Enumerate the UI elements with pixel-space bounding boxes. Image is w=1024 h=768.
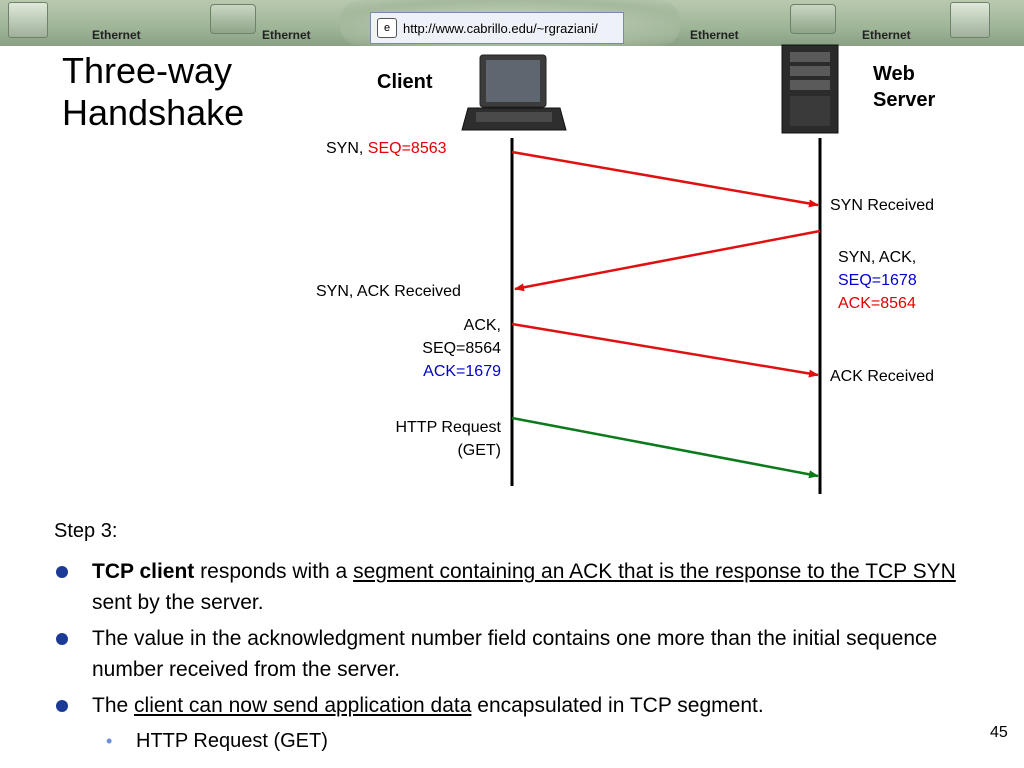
syn-seq: SEQ=8563 (367, 140, 447, 157)
page-number: 45 (990, 724, 1008, 741)
switch-icon (790, 4, 836, 34)
sub-bullet-text: HTTP Request (GET) (136, 730, 328, 752)
browser-icon: e (377, 18, 397, 38)
ethernet-label: Ethernet (690, 28, 739, 42)
bullet-text: The (92, 694, 135, 717)
ack-ack: ACK=1679 (423, 363, 501, 380)
ack-label: ACK, SEQ=8564 ACK=1679 (380, 314, 501, 383)
bullet-text: encapsulated in TCP segment. (471, 694, 764, 717)
bullet-underlined-text: client can now send application data (134, 694, 472, 717)
url-text: http://www.cabrillo.edu/~rgraziani/ (403, 20, 598, 36)
sub-bullet-item: • HTTP Request (GET) (54, 726, 974, 757)
synack-seq: SEQ=1678 (838, 272, 917, 289)
handshake-diagram (461, 44, 839, 494)
ack-line-1: ACK, (463, 317, 501, 334)
ethernet-label: Ethernet (262, 28, 311, 42)
header-banner: Ethernet Ethernet Ethernet Ethernet e ht… (0, 0, 1024, 46)
ethernet-label: Ethernet (92, 28, 141, 42)
ethernet-label: Ethernet (862, 28, 911, 42)
bullet-text: The value in the acknowledgment number f… (92, 627, 938, 681)
bullet-underlined-text: segment containing an ACK that is the re… (353, 560, 956, 583)
syn-received-label: SYN Received (830, 197, 935, 214)
bullet-text: sent by the server. (92, 591, 264, 614)
bullet-item: TCP client responds with a segment conta… (54, 556, 974, 618)
title-line-1: Three-way (62, 50, 233, 91)
bullet-item: The client can now send application data… (54, 690, 974, 721)
laptop-icon (461, 54, 567, 131)
http-request-label: HTTP Request (GET) (360, 416, 501, 462)
synack-ack: ACK=8564 (838, 295, 916, 312)
http-line-1: HTTP Request (395, 419, 501, 436)
server-label-line-2: Server (873, 89, 936, 111)
http-line-2: (GET) (457, 442, 501, 459)
server-label-line-1: Web (873, 63, 915, 85)
switch-icon (210, 4, 256, 34)
title-line-2: Handshake (62, 92, 245, 133)
synack-arrow (514, 229, 821, 292)
computer-icon (8, 2, 48, 38)
ack-seq: SEQ=8564 (422, 340, 501, 357)
syn-prefix: SYN, (326, 140, 368, 157)
bullet-bold-text: TCP client (92, 560, 195, 583)
ack-received-label: ACK Received (830, 368, 935, 385)
bullet-icon (56, 566, 68, 578)
syn-arrow (511, 150, 819, 208)
ack-arrow (511, 322, 819, 378)
synack-received-label: SYN, ACK Received (316, 283, 461, 300)
sub-bullet-icon: • (106, 731, 113, 751)
http-get-arrow (511, 416, 819, 479)
synack-label: SYN, ACK, SEQ=1678 ACK=8564 (838, 246, 917, 315)
bullet-icon (56, 633, 68, 645)
slide-title: Three-way Handshake (62, 50, 244, 134)
computer-icon (950, 2, 990, 38)
syn-label: SYN, SEQ=8563 (326, 137, 447, 160)
bullet-list: TCP client responds with a segment conta… (54, 556, 974, 762)
server-tower-icon (781, 44, 839, 134)
step-heading: Step 3: (54, 520, 118, 542)
url-bar[interactable]: e http://www.cabrillo.edu/~rgraziani/ (370, 12, 624, 44)
bullet-icon (56, 700, 68, 712)
bullet-item: The value in the acknowledgment number f… (54, 623, 974, 685)
client-label: Client (377, 71, 433, 93)
bullet-text: responds with a (194, 560, 354, 583)
server-label: Web Server (873, 61, 935, 113)
synack-line-1: SYN, ACK, (838, 249, 917, 266)
